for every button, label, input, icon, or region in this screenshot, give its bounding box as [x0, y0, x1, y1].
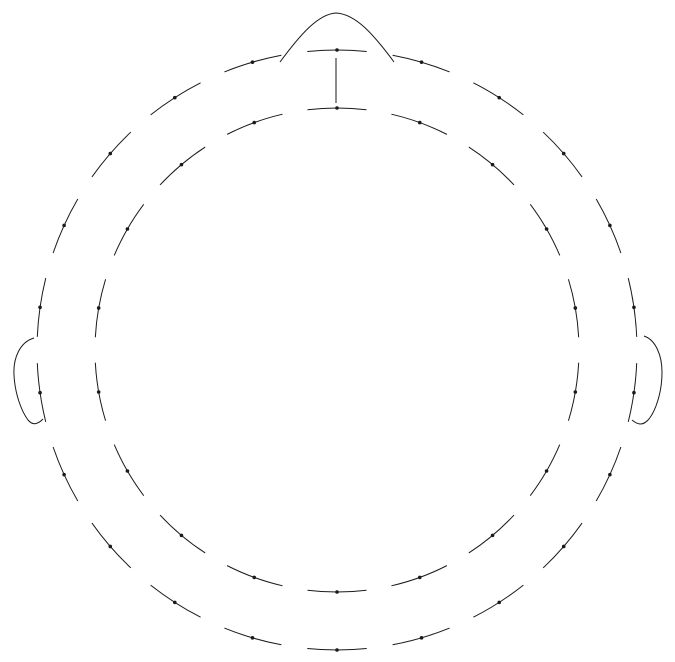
inner-ring-segment: [113, 444, 145, 496]
nose-outline: [279, 12, 395, 63]
outer-ring-electrode: [62, 223, 66, 228]
inner-ring-electrode: [544, 469, 549, 473]
inner-ring-electrode: [573, 390, 578, 394]
inner-ring-electrode: [490, 162, 495, 167]
inner-ring-electrode: [252, 575, 257, 580]
inner-ring-electrode: [96, 390, 101, 394]
outer-ring-electrode: [561, 151, 566, 156]
inner-ring-electrode: [417, 575, 422, 580]
inner-ring-electrode: [573, 306, 578, 310]
outer-ring-electrode: [38, 390, 42, 395]
right-ear: [631, 335, 663, 425]
inner-electrode-ring: [94, 106, 580, 594]
inner-ring-electrode: [335, 106, 339, 110]
outer-ring-electrode: [335, 48, 339, 52]
outer-ring-electrode: [335, 648, 339, 652]
inner-ring-electrode: [179, 533, 184, 538]
inner-ring-electrode: [417, 120, 422, 125]
inner-ring-electrode: [252, 120, 257, 125]
outer-ring-electrode: [632, 305, 636, 310]
outer-ring-electrode: [419, 636, 424, 640]
outer-ring-electrode: [173, 600, 177, 605]
outer-ring-electrode: [497, 600, 501, 605]
inner-ring-electrode: [125, 227, 130, 231]
outer-ring-electrode: [108, 544, 113, 549]
outer-ring-electrode: [250, 636, 255, 640]
inner-ring-electrode: [335, 590, 339, 594]
outer-ring-electrode: [250, 60, 255, 64]
inner-ring-segment: [529, 444, 561, 496]
outer-ring-electrode: [62, 472, 66, 477]
outer-ring-electrode: [173, 95, 177, 100]
inner-ring-electrode: [96, 306, 101, 310]
outer-ring-electrode: [608, 223, 612, 228]
outer-ring-electrode: [38, 305, 42, 310]
outer-ring-electrode: [497, 95, 501, 100]
inner-ring-electrode: [179, 162, 184, 167]
outer-electrode-ring: [36, 48, 638, 652]
outer-ring-electrode: [108, 151, 113, 156]
inner-ring-segment: [391, 113, 448, 135]
outer-ring-electrode: [419, 60, 424, 64]
inner-ring-segment: [226, 565, 283, 587]
inner-ring-electrode: [490, 533, 495, 538]
inner-ring-electrode: [125, 469, 130, 473]
inner-ring-segment: [113, 204, 145, 256]
outer-ring-electrode: [632, 390, 636, 395]
inner-ring-electrode: [544, 227, 549, 231]
head-outline: [13, 12, 663, 425]
outer-ring-electrode: [561, 544, 566, 549]
inner-ring-segment: [391, 565, 448, 587]
outer-ring-electrode: [608, 472, 612, 477]
left-ear: [13, 337, 44, 425]
inner-ring-segment: [529, 204, 561, 256]
inner-ring-segment: [226, 113, 283, 135]
